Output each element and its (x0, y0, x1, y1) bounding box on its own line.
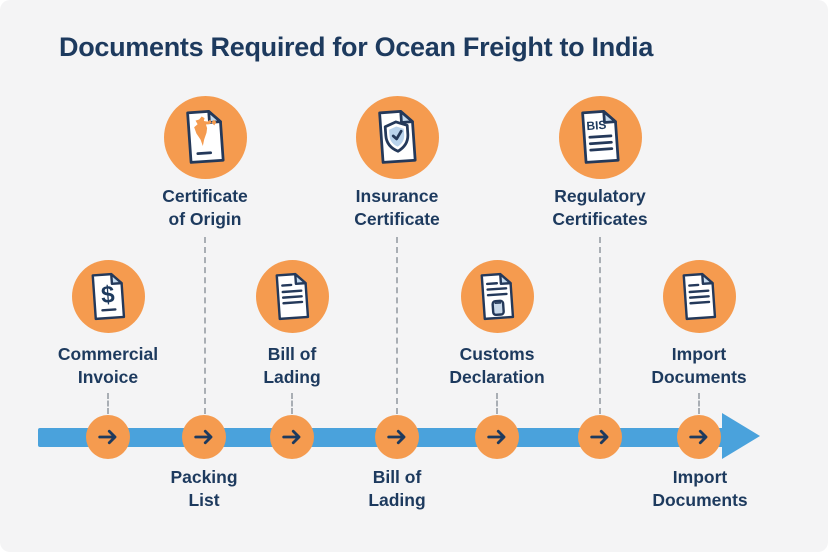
right-arrow-icon (282, 429, 301, 445)
node-insurance-certificate: Insurance Certificate (312, 96, 482, 231)
insurance-certificate-label: Insurance Certificate (354, 186, 440, 229)
bill-of-lading-circle (255, 260, 329, 333)
india-map-document-icon (186, 110, 225, 164)
stamp-document-icon (480, 272, 515, 320)
connector-regulatory-certificates (599, 237, 601, 414)
right-arrow-icon (387, 429, 406, 445)
timeline-step-7 (677, 415, 721, 459)
insurance-certificate-circle (355, 96, 439, 179)
customs-declaration-label: Customs Declaration (449, 344, 545, 387)
connector-customs-declaration (496, 393, 498, 414)
timeline-step-3 (270, 415, 314, 459)
node-regulatory-certificates: BIS Regulatory Certificates (515, 96, 685, 231)
timeline-step-5 (475, 415, 519, 459)
node-commercial-invoice: $ Commercial Invoice (23, 260, 193, 389)
connector-insurance-certificate (396, 237, 398, 414)
right-arrow-icon (194, 429, 213, 445)
page-title: Documents Required for Ocean Freight to … (59, 32, 654, 62)
dollar-document-icon: $ (91, 272, 126, 320)
commercial-invoice-circle: $ (71, 260, 145, 333)
right-arrow-icon (590, 429, 609, 445)
commercial-invoice-label: Commercial Invoice (57, 344, 159, 387)
bis-document-icon: BIS (581, 110, 620, 164)
timeline-step-2 (182, 415, 226, 459)
right-arrow-icon (487, 429, 506, 445)
regulatory-certificates-circle: BIS (558, 96, 642, 179)
connector-bill-of-lading (291, 393, 293, 414)
timeline-step-6 (578, 415, 622, 459)
lines-document-icon (682, 272, 717, 320)
packing-list-label: Packing List (170, 467, 238, 510)
regulatory-certificates-label: Regulatory Certificates (552, 186, 648, 229)
import-documents-below-label: Import Documents (652, 467, 748, 510)
customs-declaration-circle (460, 260, 534, 333)
connector-certificate-of-origin (204, 237, 206, 414)
connector-import-documents (698, 393, 700, 414)
node-import-documents-doc: Import Documents (614, 260, 784, 389)
shield-check-document-icon (378, 110, 417, 164)
timeline-arrowhead-icon (722, 413, 760, 459)
bill-of-lading-label: Bill of Lading (263, 344, 321, 387)
bill-of-lading-below-label: Bill of Lading (368, 467, 426, 510)
lines-document-icon (275, 272, 310, 320)
bis-text: BIS (586, 118, 607, 133)
import-documents-label: Import Documents (651, 344, 747, 387)
node-bill-of-lading-doc: Bill of Lading (207, 260, 377, 389)
timeline-step-1 (86, 415, 130, 459)
node-customs-declaration: Customs Declaration (412, 260, 582, 389)
dollar-text: $ (100, 281, 116, 309)
import-documents-circle (662, 260, 736, 333)
certificate-of-origin-label: Certificate of Origin (162, 186, 248, 229)
right-arrow-icon (689, 429, 708, 445)
right-arrow-icon (98, 429, 117, 445)
timeline-step-4 (375, 415, 419, 459)
node-certificate-of-origin: Certificate of Origin (120, 96, 290, 231)
certificate-of-origin-circle (163, 96, 247, 179)
connector-commercial-invoice (107, 393, 109, 414)
